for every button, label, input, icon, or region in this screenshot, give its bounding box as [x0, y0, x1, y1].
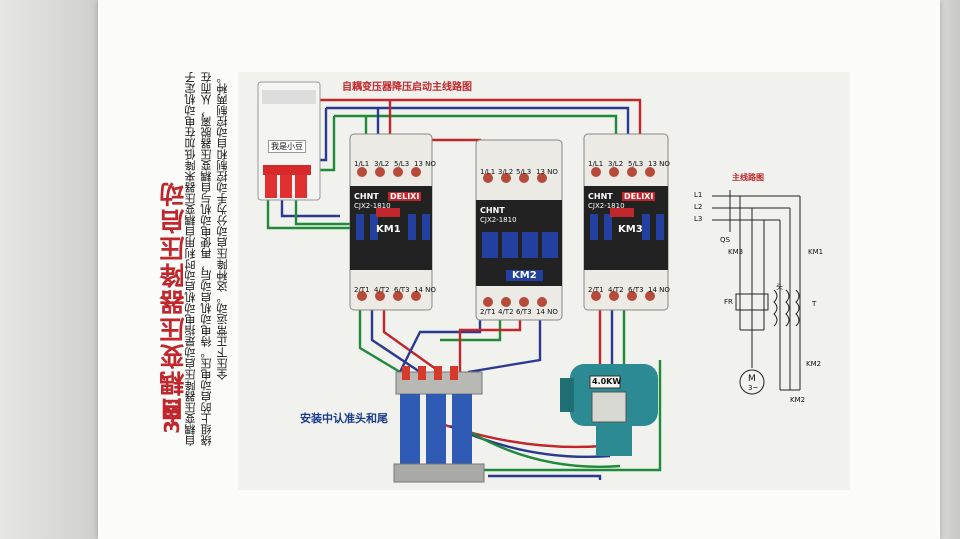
- km1-top-t3: 5/L3: [394, 160, 410, 168]
- km3-top-t3: 5/L3: [628, 160, 644, 168]
- schematic-km1: KM1: [808, 248, 824, 256]
- km1-top-t2: 3/L2: [374, 160, 390, 168]
- km1-top-t4: 13 NO: [414, 160, 436, 168]
- km2-top-t1: 1/L1: [480, 168, 496, 176]
- book-gutter-left: [0, 0, 100, 539]
- km3-brand: CHNT: [588, 192, 613, 201]
- km1-bottom-t3: 6/T3: [394, 286, 410, 294]
- schematic-motor-sub: 3~: [748, 384, 759, 392]
- km3-name: KM3: [618, 224, 643, 235]
- km1-name: KM1: [376, 224, 401, 235]
- km2-model: CJX2-1810: [480, 216, 517, 224]
- km3-bottom-t1: 2/T1: [588, 286, 604, 294]
- km3-top-t1: 1/L1: [588, 160, 604, 168]
- autotransformer: [393, 366, 485, 483]
- breaker-label: 我是小豆: [268, 140, 306, 153]
- schematic-diagram: [712, 190, 801, 395]
- schematic-fr: FR: [724, 298, 733, 306]
- km1-model: CJX2-1810: [354, 202, 391, 210]
- contactor-km3: [583, 133, 669, 311]
- km2-brand: CHNT: [480, 206, 505, 215]
- km1-top-t1: 1/L1: [354, 160, 370, 168]
- km1-bottom-t1: 2/T1: [354, 286, 370, 294]
- km2-bottom-t2: 4/T2: [498, 308, 514, 316]
- contactor-km2: [475, 139, 563, 321]
- km2-bottom-t1: 2/T1: [480, 308, 496, 316]
- schematic-tail: T: [812, 300, 817, 308]
- km1-logo: DELIXI: [388, 192, 422, 201]
- km2-top-t2: 3/L2: [498, 168, 514, 176]
- km3-model: CJX2-1810: [588, 202, 625, 210]
- km1-bottom-t4: 14 NO: [414, 286, 436, 294]
- install-note: 安装中认准头和尾: [300, 412, 388, 425]
- figure-main-title: 自耦变压器降压启动主线路图: [342, 82, 472, 93]
- km2-top-t4: 13 NO: [536, 168, 558, 176]
- km3-bottom-t4: 14 NO: [648, 286, 670, 294]
- motor: [560, 364, 658, 456]
- km3-top-t2: 3/L2: [608, 160, 624, 168]
- schematic-l2: L2: [694, 203, 703, 211]
- km1-brand: CHNT: [354, 192, 379, 201]
- schematic-km2-bottom: KM2: [790, 396, 806, 404]
- contactor-km1: [349, 133, 433, 311]
- km3-bottom-t3: 6/T3: [628, 286, 644, 294]
- km3-bottom-t2: 4/T2: [608, 286, 624, 294]
- km2-top-t3: 5/L3: [516, 168, 532, 176]
- schematic-l3: L3: [694, 215, 703, 223]
- schematic-km3: KM3: [728, 248, 744, 256]
- km2-bottom-t4: 14 NO: [536, 308, 558, 316]
- km3-top-t4: 13 NO: [648, 160, 670, 168]
- book-edge-right: [938, 0, 960, 539]
- motor-badge: 4.0KW: [592, 377, 622, 386]
- schematic-title: 主线路图: [732, 173, 764, 182]
- schematic-head: 头: [776, 283, 783, 291]
- schematic-motor: M: [748, 374, 756, 384]
- km2-name: KM2: [506, 270, 543, 281]
- schematic-km2: KM2: [806, 360, 822, 368]
- km1-bottom-t2: 4/T2: [374, 286, 390, 294]
- km2-bottom-t3: 6/T3: [516, 308, 532, 316]
- schematic-l1: L1: [694, 191, 703, 199]
- km3-logo: DELIXI: [622, 192, 656, 201]
- schematic-qs: QS: [720, 236, 730, 244]
